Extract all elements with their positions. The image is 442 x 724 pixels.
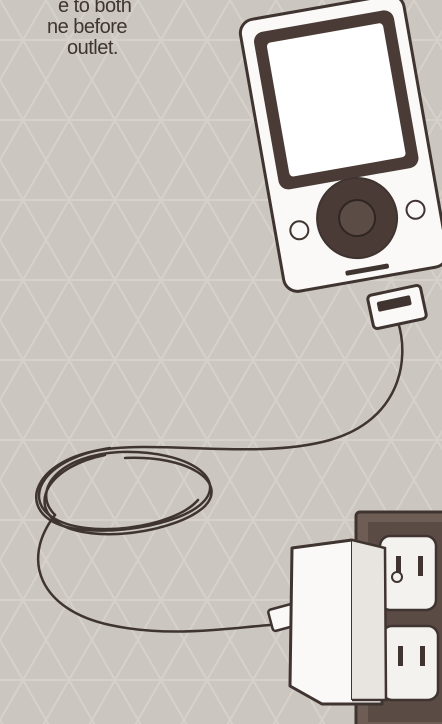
ac-adapter-icon bbox=[290, 540, 386, 704]
instruction-line-2: ne before bbox=[0, 17, 140, 38]
instruction-line-1: e to both bbox=[0, 0, 140, 17]
instruction-text: e to both ne before outlet. bbox=[0, 0, 140, 59]
instruction-line-3: outlet. bbox=[0, 38, 140, 59]
